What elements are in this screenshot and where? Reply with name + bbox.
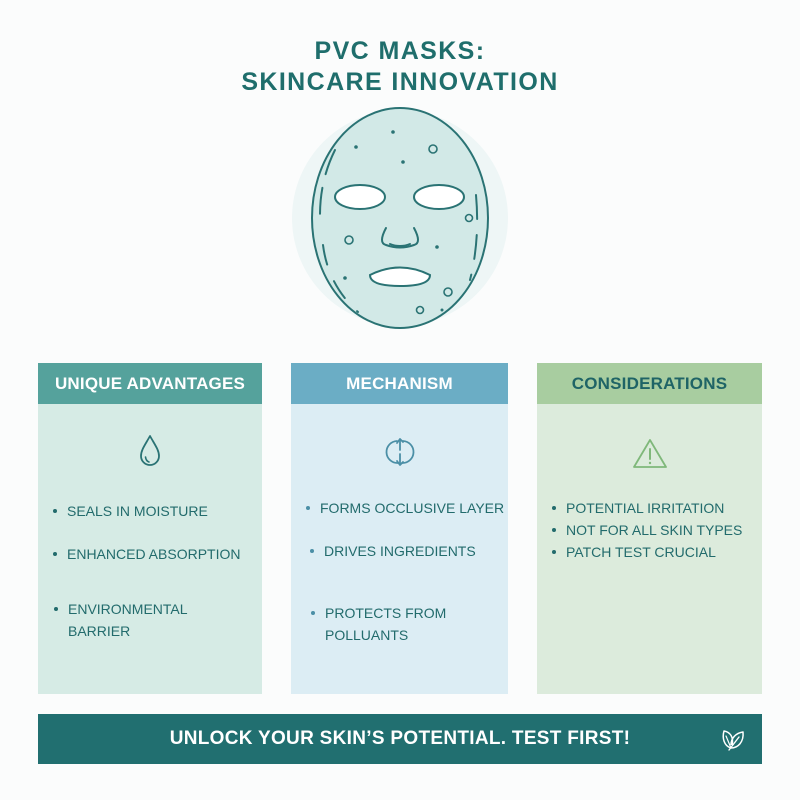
list-item: SEALS IN MOISTURE (53, 500, 208, 522)
call-to-action-banner: UNLOCK YOUR SKIN’S POTENTIAL. TEST FIRST… (38, 714, 762, 764)
list-item: ENHANCED ABSORPTION (53, 543, 240, 565)
card-body: SEALS IN MOISTURE ENHANCED ABSORPTION EN… (38, 404, 262, 694)
list-item: ENVIRONMENTAL BARRIER (54, 598, 204, 642)
card-unique-advantages: UNIQUE ADVANTAGES SEALS IN MOISTURE ENHA… (38, 363, 262, 694)
list-item: PROTECTS FROM POLLUANTS (311, 602, 461, 646)
water-drop-icon (134, 432, 166, 472)
page-title: PVC MASKS: SKINCARE INNOVATION (0, 36, 800, 98)
leaf-icon (720, 726, 746, 752)
card-header: CONSIDERATIONS (537, 363, 762, 404)
list-item: FORMS OCCLUSIVE LAYER (306, 497, 504, 519)
card-mechanism: MECHANISM FORMS OCCLUSIVE LAYER DRIVES I… (291, 363, 508, 694)
card-body: FORMS OCCLUSIVE LAYER DRIVES INGREDIENTS… (291, 404, 508, 694)
face-mask-illustration (280, 100, 520, 340)
list-item: NOT FOR ALL SKIN TYPES (552, 519, 742, 541)
warning-triangle-icon (631, 432, 669, 472)
card-header: UNIQUE ADVANTAGES (38, 363, 262, 404)
card-header: MECHANISM (291, 363, 508, 404)
list-item: DRIVES INGREDIENTS (310, 540, 476, 562)
list-item: PATCH TEST CRUCIAL (552, 541, 716, 563)
card-considerations: CONSIDERATIONS POTENTIAL IRRITATION NOT … (537, 363, 762, 694)
list-item: POTENTIAL IRRITATION (552, 497, 724, 519)
title-line-1: PVC MASKS: (314, 37, 486, 65)
face-mask-icon (292, 107, 508, 329)
card-body: POTENTIAL IRRITATION NOT FOR ALL SKIN TY… (537, 404, 762, 694)
refresh-cycle-icon (384, 432, 416, 472)
title-line-2: SKINCARE INNOVATION (241, 68, 559, 96)
banner-text: UNLOCK YOUR SKIN’S POTENTIAL. TEST FIRST… (169, 728, 631, 749)
